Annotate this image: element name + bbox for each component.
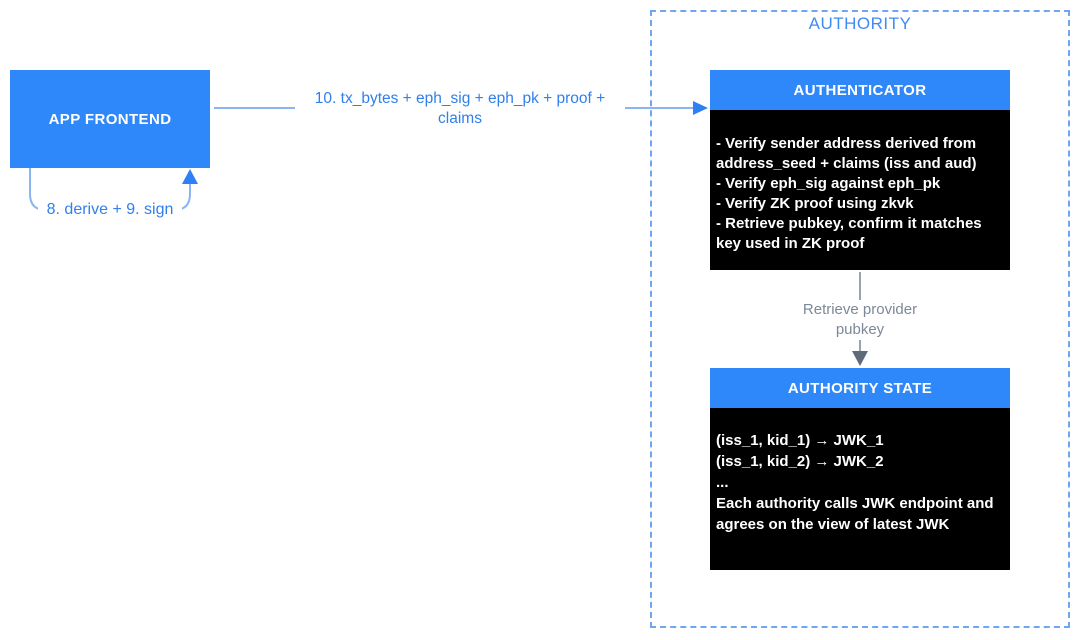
retrieve-pubkey-label: Retrieve provider pubkey — [780, 300, 940, 340]
authenticator-title: AUTHENTICATOR — [793, 81, 927, 99]
app-frontend-node: APP FRONTEND — [10, 70, 210, 168]
tx-arrowhead-icon — [693, 101, 708, 115]
authenticator-line: - Verify eph_sig against eph_pk — [716, 175, 941, 192]
authenticator-body: - Verify sender address derived from add… — [710, 110, 1010, 270]
authority-dashed-container — [650, 10, 1070, 628]
authenticator-header: AUTHENTICATOR — [710, 70, 1010, 110]
authenticator-line: - Verify ZK proof using zkvk — [716, 195, 914, 212]
retrieve-pubkey-arrowhead-icon — [852, 351, 868, 366]
derive-sign-label: 8. derive + 9. sign — [38, 200, 182, 220]
authority-state-line: (iss_1, kid_1) → JWK_1 — [716, 432, 884, 449]
tx-arrow-label: 10. tx_bytes + eph_sig + eph_pk + proof … — [295, 89, 625, 129]
authenticator-line: - Verify sender address derived from add… — [716, 135, 977, 172]
authenticator-line: - Retrieve pubkey, confirm it matches ke… — [716, 215, 982, 252]
authority-state-line: ... — [716, 474, 729, 491]
authority-state-title: AUTHORITY STATE — [787, 379, 933, 397]
authority-state-line: Each authority calls JWK endpoint and ag… — [716, 495, 994, 533]
authority-state-body: (iss_1, kid_1) → JWK_1 (iss_1, kid_2) → … — [710, 408, 1010, 570]
derive-sign-arrowhead-icon — [182, 169, 198, 184]
authority-state-line: (iss_1, kid_2) → JWK_2 — [716, 453, 884, 470]
app-frontend-label: APP FRONTEND — [48, 110, 172, 128]
authority-container-label: AUTHORITY — [808, 14, 912, 33]
authority-state-header: AUTHORITY STATE — [710, 368, 1010, 408]
